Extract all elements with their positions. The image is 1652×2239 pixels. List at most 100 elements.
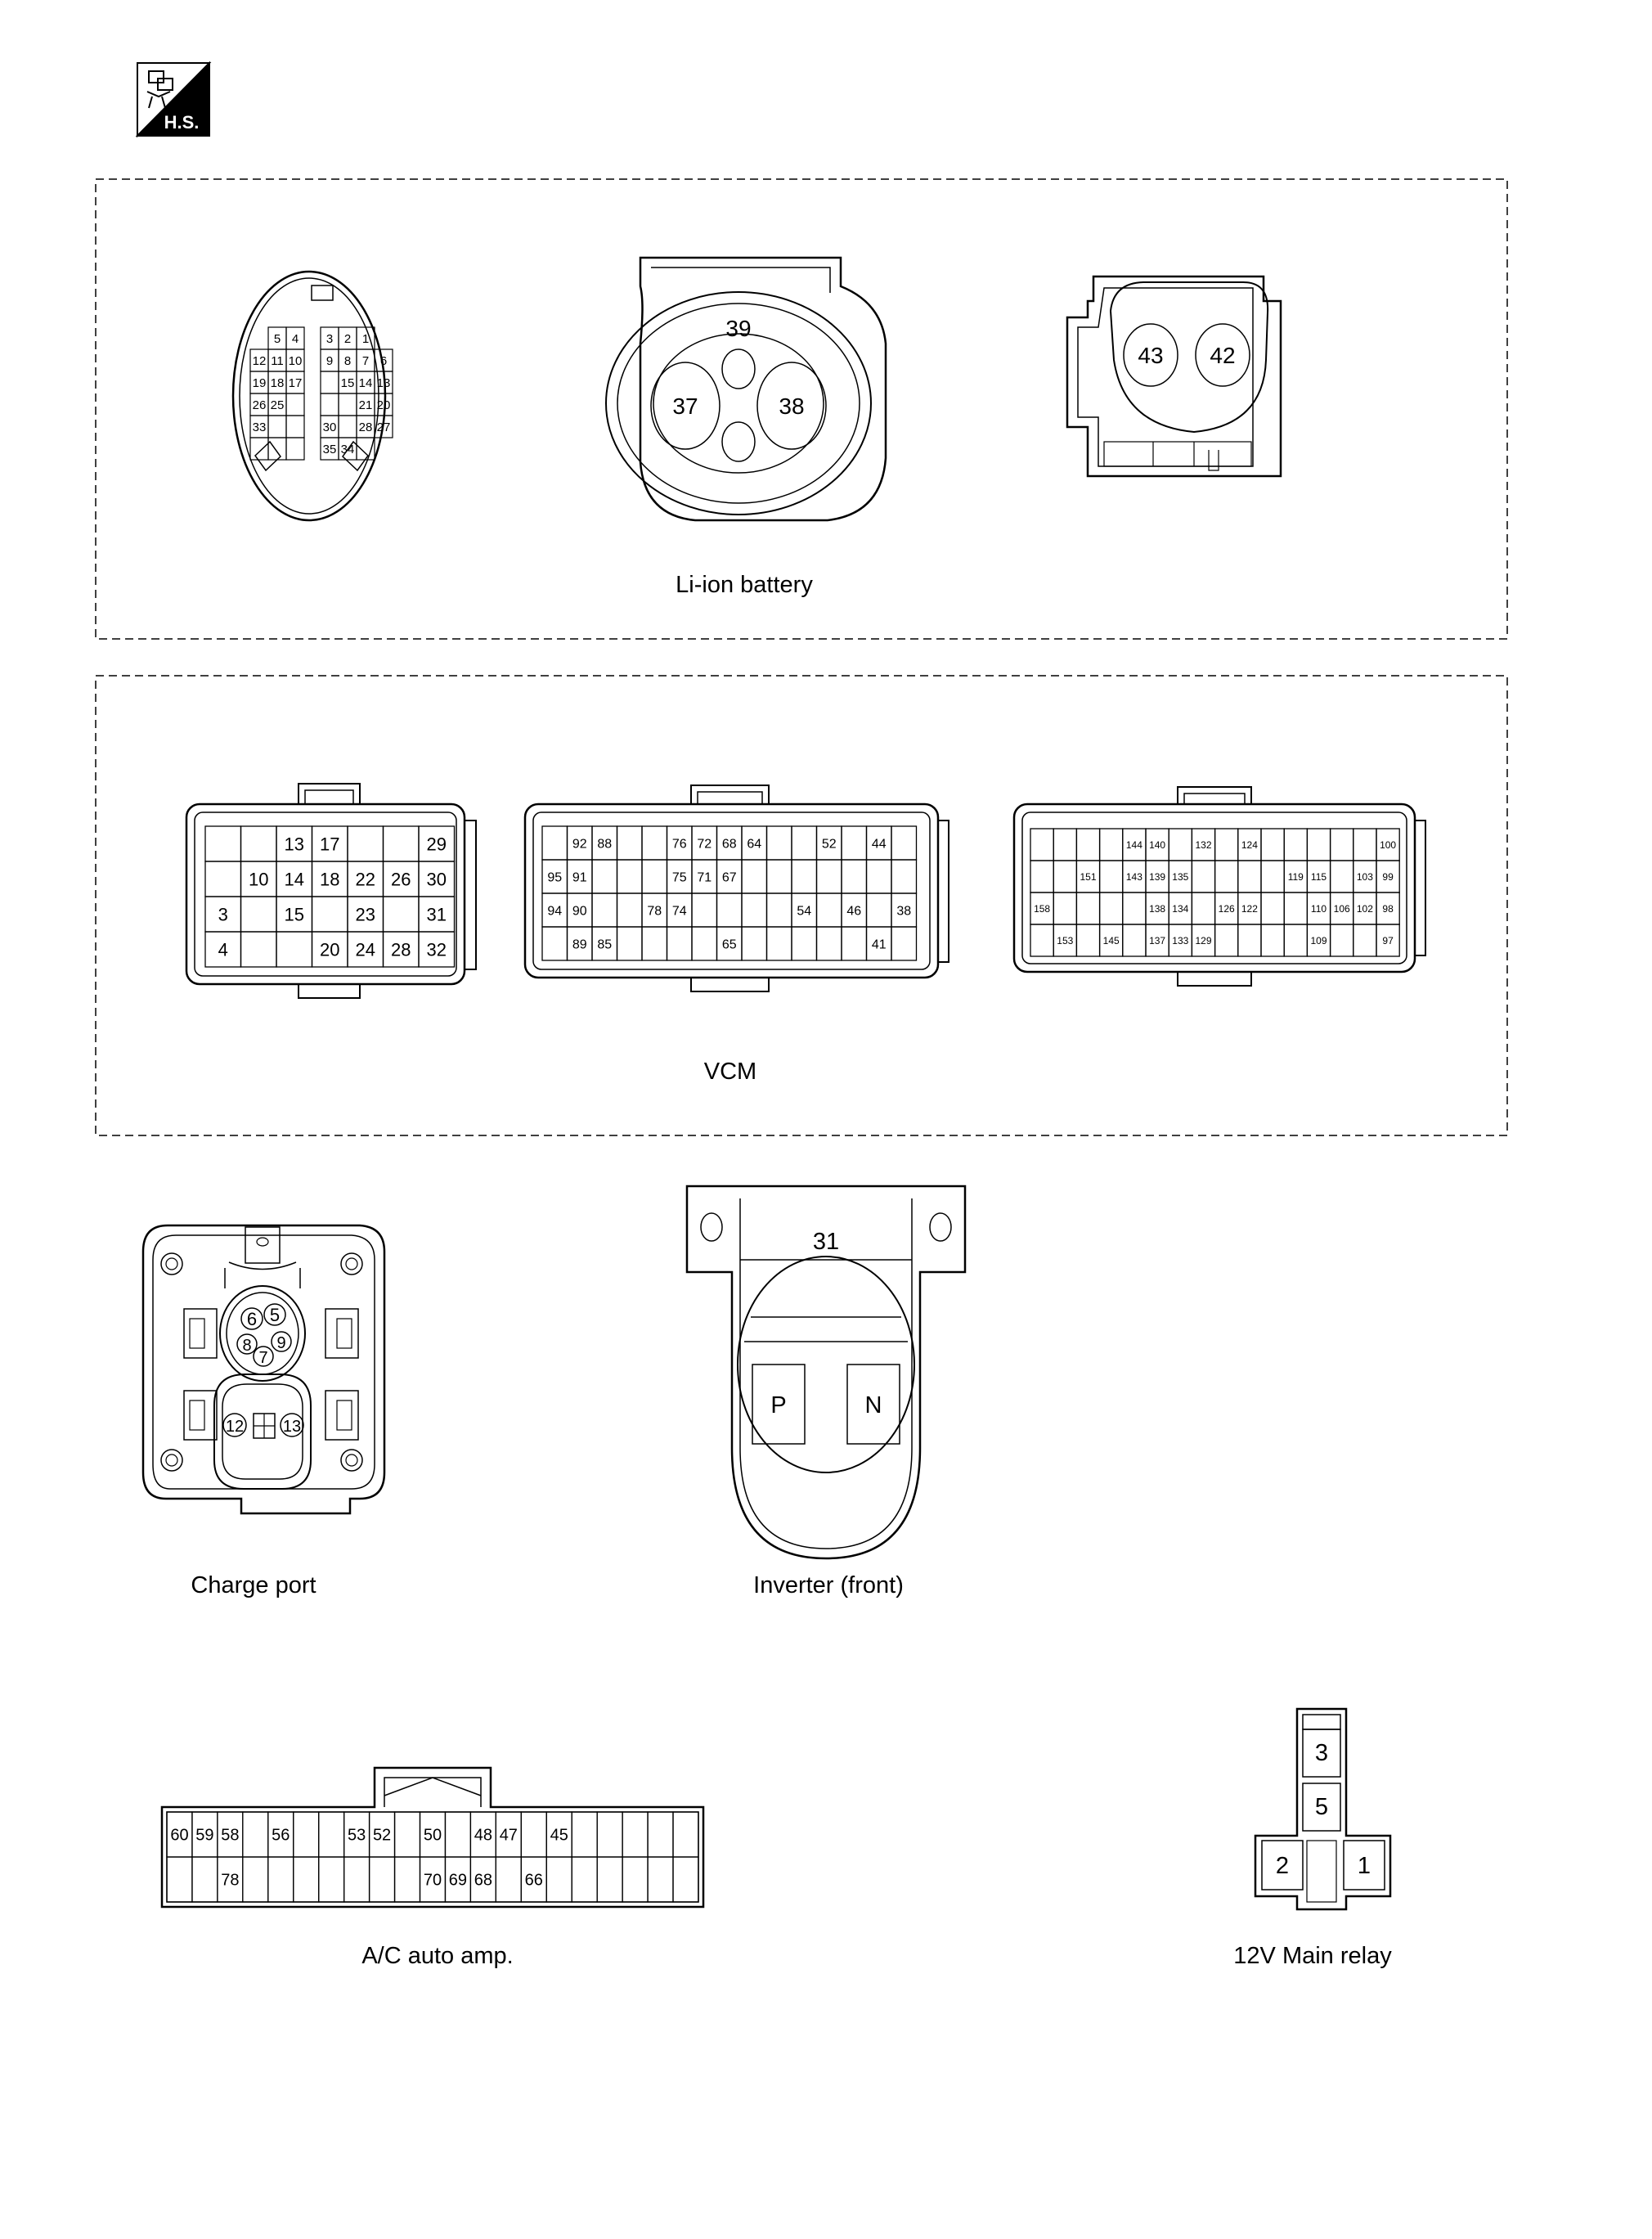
pin-cell	[1329, 924, 1354, 957]
pin-number: 26	[391, 869, 411, 889]
pin-number: 76	[672, 837, 687, 851]
pin-number: 129	[1195, 935, 1211, 946]
pin-cell	[596, 1856, 623, 1903]
pin-number: 50	[424, 1827, 442, 1845]
pin-number: 25	[271, 398, 285, 412]
pin-cell	[495, 1856, 522, 1903]
pin-number: 69	[449, 1872, 467, 1890]
pin-number: 52	[822, 837, 837, 851]
pin-cell	[865, 859, 892, 894]
pin-cell	[293, 1856, 320, 1903]
main-relay-connector: 3 5 2 1	[1254, 1707, 1392, 1911]
pin-cell	[1053, 860, 1078, 893]
pin-cell	[267, 1856, 294, 1903]
pin-number: 34	[341, 443, 355, 456]
pin-cell	[1053, 828, 1078, 861]
pin-cell	[1329, 828, 1354, 861]
pin-cell	[765, 926, 792, 961]
pin-cell	[374, 415, 393, 438]
pin-number: 14	[285, 869, 304, 889]
pin-number: 13	[377, 376, 391, 390]
pin-cell	[1191, 892, 1216, 925]
pin-cell	[368, 1856, 396, 1903]
pin-number: 59	[195, 1827, 213, 1845]
pin-number: 122	[1241, 903, 1258, 915]
pin-cell	[815, 892, 842, 928]
pin-number: 21	[359, 398, 373, 412]
pin-cell	[382, 825, 420, 862]
pin-cell	[240, 896, 277, 933]
pin-number: 33	[253, 420, 267, 434]
pin-cell	[318, 1856, 345, 1903]
pin-number: 115	[1311, 871, 1327, 883]
pin-number: 109	[1310, 935, 1327, 946]
main-relay-label: 12V Main relay	[1233, 1943, 1392, 1969]
pin-cell	[641, 825, 668, 861]
pin-cell	[596, 1811, 623, 1858]
pin-cell	[1260, 924, 1285, 957]
pin-number: 134	[1172, 903, 1188, 915]
pin-cell	[841, 926, 868, 961]
pin-cell	[741, 892, 768, 928]
pin-3: 3	[1315, 1740, 1328, 1766]
pin-number: 14	[359, 376, 373, 390]
pin-number: 85	[597, 937, 612, 951]
pin-number: 99	[1382, 871, 1394, 883]
pin-cell	[791, 926, 818, 961]
pin-number: 74	[672, 904, 687, 918]
pin-number: 78	[221, 1872, 239, 1890]
pin-number: 9	[326, 354, 333, 368]
pin-43: 43	[1138, 343, 1163, 368]
pin-number: 20	[377, 398, 391, 412]
pin-number: 1	[362, 332, 369, 346]
pin-number: 143	[1126, 871, 1142, 883]
pin-6: 6	[247, 1309, 257, 1329]
pin-number: 45	[550, 1827, 568, 1845]
pin-cell	[815, 926, 842, 961]
pin-number: 7	[362, 354, 369, 368]
pin-cell	[865, 892, 892, 928]
pin-cell	[1260, 828, 1285, 861]
pin-number: 88	[597, 837, 612, 851]
pin-cell	[1260, 892, 1285, 925]
li-ion-power-connector: 39 37 38	[605, 256, 887, 522]
pin-number: 133	[1172, 935, 1188, 946]
pin-number: 6	[380, 354, 387, 368]
pin-number: 94	[547, 904, 562, 918]
pin-number: 97	[1382, 935, 1394, 946]
pin-number: 124	[1241, 839, 1258, 851]
pin-n: N	[865, 1392, 882, 1418]
pin-number: 70	[424, 1872, 442, 1890]
pin-number: 103	[1357, 871, 1373, 883]
pin-number: 17	[289, 376, 303, 390]
pin-number: 158	[1034, 903, 1050, 915]
pin-cell	[541, 926, 568, 961]
pin-cell	[765, 825, 792, 861]
pin-number: 28	[359, 420, 373, 434]
pin-number: 135	[1172, 871, 1188, 883]
pin-cell	[1122, 924, 1147, 957]
pin-12: 12	[226, 1418, 244, 1436]
pin-cell	[616, 926, 643, 961]
pin-number: 52	[373, 1827, 391, 1845]
pin-number: 90	[572, 904, 587, 918]
pin-number: 41	[872, 937, 887, 951]
pin-number: 119	[1288, 871, 1304, 883]
pin-cell	[616, 859, 643, 894]
pin-cell	[285, 415, 305, 438]
pin-number: 38	[896, 904, 911, 918]
pin-cell	[716, 892, 743, 928]
pin-cell	[765, 859, 792, 894]
pin-number: 11	[271, 354, 284, 368]
pin-cell	[1191, 860, 1216, 893]
pin-cell	[791, 825, 818, 861]
pin-cell	[204, 861, 242, 897]
pin-5: 5	[1315, 1794, 1328, 1820]
pin-number: 66	[525, 1872, 543, 1890]
pin-37: 37	[672, 393, 698, 419]
pin-number: 4	[218, 939, 228, 960]
pin-cell	[1329, 860, 1354, 893]
pin-cell	[591, 859, 618, 894]
pin-7: 7	[258, 1349, 267, 1367]
